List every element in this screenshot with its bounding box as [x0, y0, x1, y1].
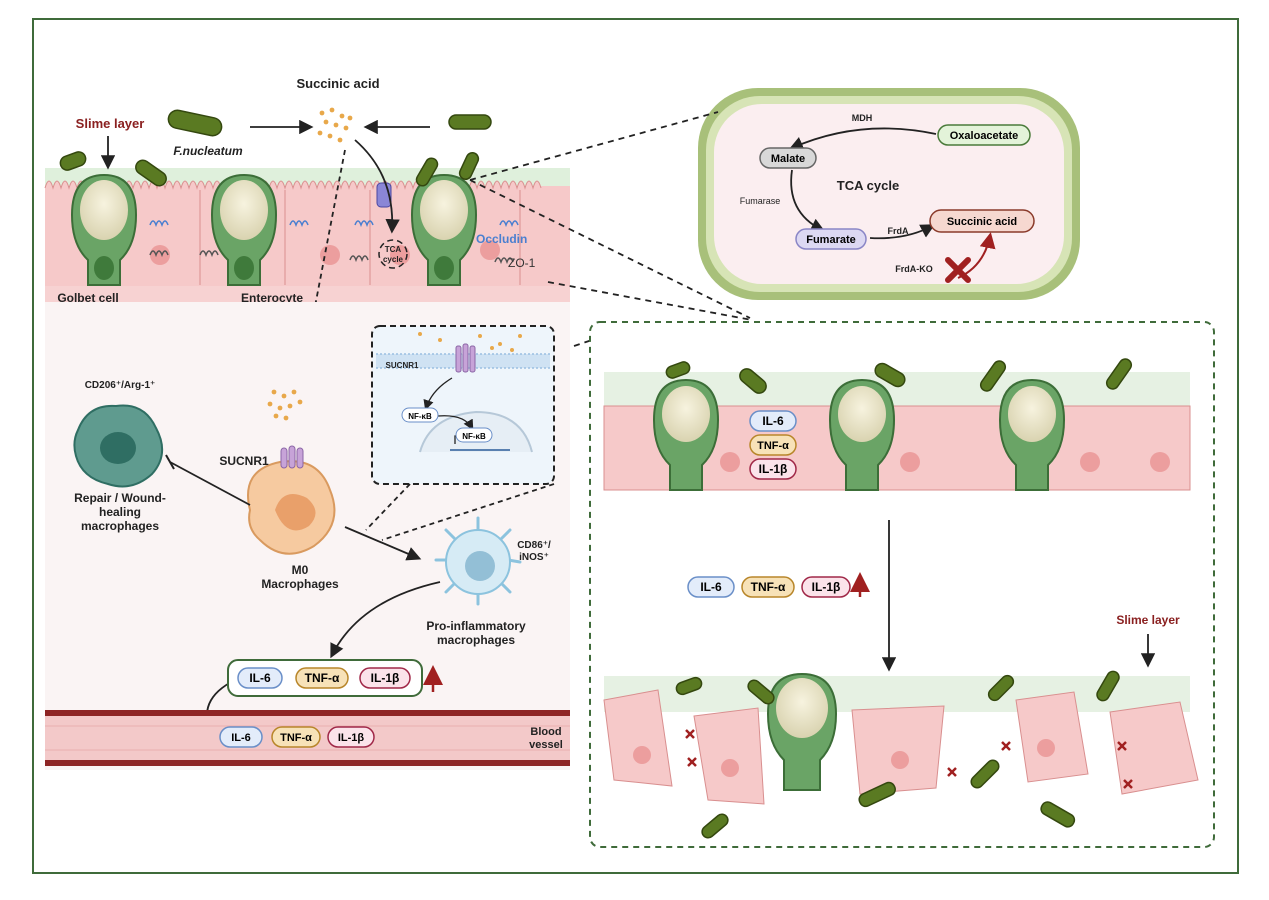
m0-macrophage	[247, 445, 336, 555]
svg-text:IL-1β: IL-1β	[371, 671, 400, 685]
damaged-epithelium	[603, 670, 1199, 839]
succinic-acid-label: Succinic acid	[296, 76, 379, 91]
svg-text:IL-6: IL-6	[249, 671, 271, 685]
knockout-x	[945, 257, 971, 283]
svg-text:IL-6: IL-6	[762, 414, 784, 428]
frda-ko-label: FrdA-KO	[895, 264, 933, 274]
nfkb-badge-1: NF-κB	[401, 407, 439, 423]
svg-text:TNF-α: TNF-α	[280, 732, 312, 744]
zo1-label: ZO-1	[508, 256, 536, 270]
svg-text:Fumarate: Fumarate	[806, 234, 856, 246]
succinic-acid-node: Succinic acid	[929, 209, 1035, 233]
cytokine-tnfa-right: TNF-α	[741, 576, 795, 598]
succinate-dots	[317, 107, 353, 143]
svg-text:Malate: Malate	[771, 153, 805, 165]
m0-label-2: Macrophages	[261, 577, 339, 591]
blood-vessel-label-1: Blood	[530, 726, 561, 738]
repair-label-1: Repair / Wound-	[74, 491, 166, 505]
tca-small-label-2: cycle	[383, 255, 404, 264]
tca-cycle-label: TCA cycle	[837, 178, 899, 193]
svg-text:IL-6: IL-6	[700, 580, 722, 594]
tca-panel	[698, 88, 1080, 300]
slime-layer-right-label: Slime layer	[1116, 613, 1180, 627]
cytokine-il6-vessel: IL-6	[219, 726, 263, 748]
goblet-cell	[210, 173, 278, 286]
svg-text:IL-6: IL-6	[231, 732, 251, 744]
svg-text:IL-1β: IL-1β	[338, 732, 365, 744]
svg-text:IL-1β: IL-1β	[812, 580, 841, 594]
goblet-cell	[766, 672, 838, 791]
mdh-label: MDH	[852, 113, 873, 123]
fumarase-label: Fumarase	[740, 196, 781, 206]
right-upper-epithelium	[603, 372, 1191, 491]
cd206-label: CD206⁺/Arg-1⁺	[85, 380, 156, 391]
slime-layer-label: Slime layer	[76, 116, 145, 131]
malate-node: Malate	[759, 147, 817, 169]
m0-label-1: M0	[292, 563, 309, 577]
svg-text:Succinic acid: Succinic acid	[947, 216, 1017, 228]
svg-text:Oxaloacetate: Oxaloacetate	[950, 130, 1018, 142]
cytokine-il1b-upper: IL-1β	[749, 458, 797, 480]
frda-label: FrdA	[888, 226, 909, 236]
sucnr1-label: SUCNR1	[219, 454, 269, 468]
blood-vessel-label-2: vessel	[529, 739, 563, 751]
svg-text:TNF-α: TNF-α	[305, 671, 340, 685]
pro-inflammatory-macrophage	[434, 516, 522, 606]
cytokine-stack-upper: IL-6 TNF-α IL-1β	[749, 410, 797, 480]
svg-text:NF-κB: NF-κB	[408, 412, 432, 421]
goblet-cell	[70, 173, 138, 286]
goblet-cell	[828, 378, 896, 491]
bacteria-group-left	[59, 109, 492, 187]
goblet-cell	[652, 378, 720, 491]
cytokine-il1b-right: IL-1β	[801, 576, 851, 598]
pro-inflammatory-label-2: macrophages	[437, 633, 515, 647]
svg-text:NF-κB: NF-κB	[462, 432, 486, 441]
cd86-label-2: iNOS⁺	[519, 552, 549, 563]
blood-vessel	[45, 710, 570, 766]
golbet-cell-label: Golbet cell	[57, 291, 118, 305]
inset-sucnr1-label: SUCNR1	[386, 361, 419, 370]
nfkb-badge-2: NF-κB	[455, 427, 493, 443]
cd86-label-1: CD86⁺/	[517, 540, 551, 551]
oxaloacetate-node: Oxaloacetate	[937, 124, 1031, 146]
cytokine-tnfa-left: TNF-α	[295, 667, 349, 689]
cytokine-il1b-left: IL-1β	[359, 667, 411, 689]
repair-macrophage	[73, 404, 163, 488]
svg-text:TNF-α: TNF-α	[757, 440, 789, 452]
cytokine-tnfa-vessel: TNF-α	[271, 726, 321, 748]
repair-label-2: healing	[99, 505, 141, 519]
cytokine-il6-left: IL-6	[237, 667, 283, 689]
cytokine-il1b-vessel: IL-1β	[327, 726, 375, 748]
svg-text:IL-1β: IL-1β	[759, 462, 788, 476]
f-nucleatum-label: F.nucleatum	[173, 144, 243, 158]
cytokine-il6-right: IL-6	[687, 576, 735, 598]
repair-label-3: macrophages	[81, 519, 159, 533]
cytokine-tnfa-upper: TNF-α	[749, 434, 797, 456]
occludin-label: Occludin	[476, 232, 527, 246]
pro-inflammatory-label-1: Pro-inflammatory	[426, 619, 526, 633]
tca-small-label-1: TCA	[385, 245, 402, 254]
enterocyte-label: Enterocyte	[241, 291, 303, 305]
bacteria-group-right	[665, 358, 1133, 394]
fumarate-node: Fumarate	[795, 228, 867, 250]
cytokine-il6-upper: IL-6	[749, 410, 797, 432]
svg-text:TNF-α: TNF-α	[751, 580, 786, 594]
goblet-cell	[998, 378, 1066, 491]
inset-pathway-box: NF-κB NF-κB SUCNR1	[371, 325, 555, 485]
goblet-cell	[410, 173, 478, 286]
